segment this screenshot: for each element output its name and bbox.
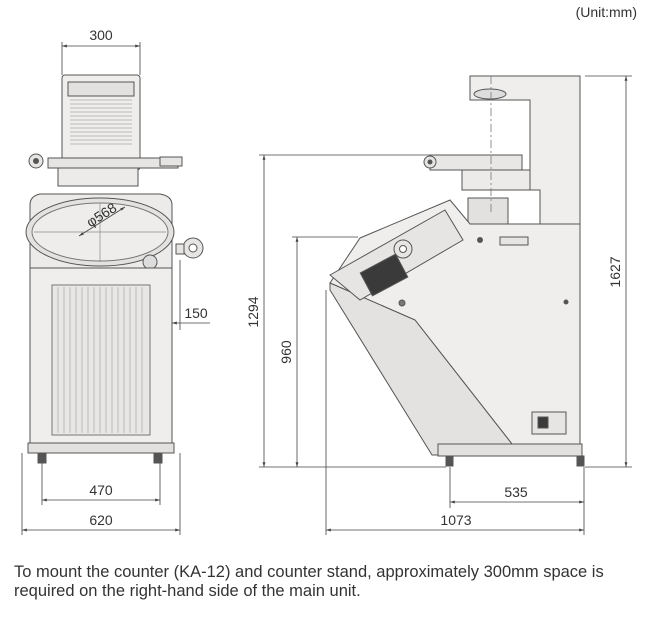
side-column — [469, 75, 581, 231]
dim-front-feet: 470 — [89, 482, 113, 498]
side-dimensions — [259, 75, 632, 535]
dim-side-height-console: 960 — [278, 340, 294, 364]
caption: To mount the counter (KA-12) and counter… — [14, 563, 604, 600]
dim-side-height-total: 1627 — [607, 256, 623, 287]
dim-front-total: 620 — [89, 512, 113, 528]
dim-side-total: 1073 — [440, 512, 471, 528]
front-view — [25, 74, 204, 464]
technical-drawing: 300 φ568 150 470 620 — [21, 27, 632, 535]
side-lens — [467, 197, 509, 225]
side-control-panel — [359, 253, 409, 297]
dim-front-top: 300 — [89, 27, 113, 43]
dim-side-base: 535 — [504, 484, 528, 500]
unit-label: (Unit:mm) — [575, 4, 637, 20]
dim-front-side: 150 — [184, 305, 208, 321]
side-view — [329, 75, 585, 467]
side-stage — [429, 154, 523, 171]
side-power-box — [531, 411, 567, 435]
front-stage — [47, 157, 179, 169]
dim-side-height-stage: 1294 — [245, 296, 261, 327]
front-dimensions — [21, 42, 210, 535]
